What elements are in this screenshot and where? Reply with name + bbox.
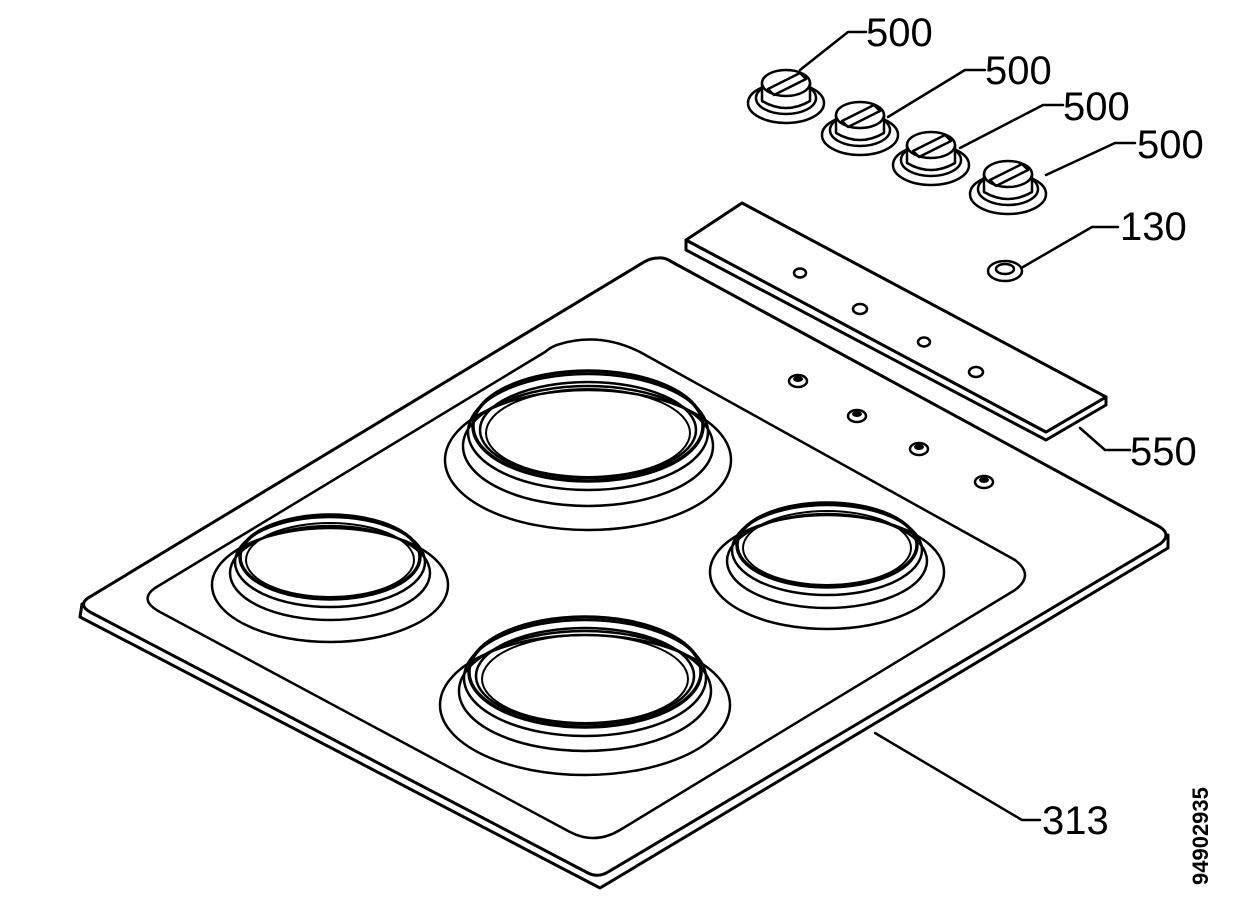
control-knob-3 [891, 130, 971, 187]
callout-label-hob-top: 313 [1042, 799, 1109, 843]
callout-label-knob-2: 500 [985, 49, 1052, 93]
drawing-number: 94902935 [1188, 787, 1213, 885]
burner-left [210, 513, 450, 644]
indicator-light [986, 259, 1024, 283]
plate-control-holes [787, 373, 995, 490]
control-knob-4 [968, 159, 1048, 216]
callout-labels: 500 500 500 500 130 550 313 94902935 [866, 11, 1213, 885]
callout-label-knob-4: 500 [1137, 123, 1204, 167]
callout-label-knob-3: 500 [1063, 85, 1130, 129]
burner-front-large [438, 615, 732, 777]
leader-lines [798, 30, 1137, 822]
callout-label-control-panel: 550 [1130, 430, 1197, 474]
burner-right [708, 501, 946, 631]
hob-top-plate [78, 256, 1170, 890]
control-knob-2 [820, 100, 900, 157]
control-panel-strip [684, 201, 1108, 442]
burner-rear-large [443, 369, 733, 532]
callout-label-indicator-light: 130 [1120, 205, 1187, 249]
callout-label-knob-1: 500 [866, 11, 933, 55]
control-knob-1 [746, 68, 826, 125]
